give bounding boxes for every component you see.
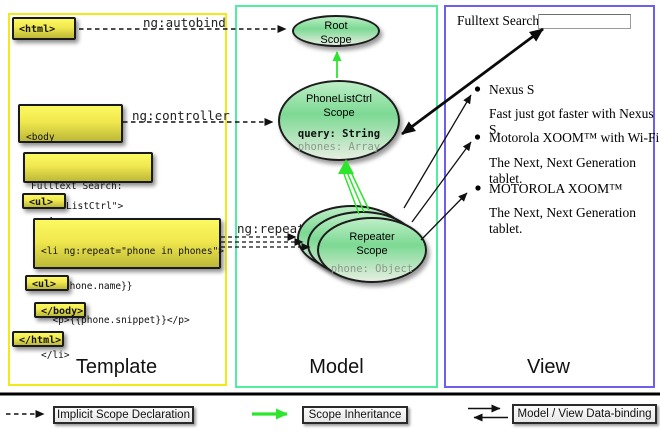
code-line: <p>{{phone.snippet}}</p> [41,315,190,326]
code-line: <li ng:repeat="phone in phones"> [41,246,225,257]
code-line: "PhoneListCtrl"> [26,201,124,212]
scope-title: Repeater [349,231,395,243]
body-open-tag-box: <body ng:controller= "PhoneListCtrl"> [18,104,123,212]
code-line: <body [26,132,55,143]
scope-title: Root [324,20,348,32]
view-item-title: Nexus S [489,82,535,97]
scope-title: PhoneListCtrl [305,93,373,105]
model-label: Model [309,356,364,378]
model-panel [235,5,438,388]
scope-title: Scope [323,106,355,119]
template-panel [8,13,227,386]
ul-close-tag-box: <ul> [25,275,69,291]
legend-model-view-binding-box: Model / View Data-binding [512,404,657,424]
body-close-tag-box: </body> [34,302,86,318]
fulltext-search-input[interactable] [538,14,631,29]
repeater-scope-ellipse-front: Repeater Scope phone: Object [317,217,427,283]
html-open-tag-box: <html> [12,17,76,40]
root-scope-ellipse: Root Scope [292,15,380,47]
scope-title: Scope [356,244,388,257]
legend-scope-inheritance-box: Scope Inheritance [302,406,408,424]
code-line: Fulltext Search: [31,181,123,192]
ng-autobind-label: ng:autobind [143,15,226,30]
legend-separator-line [0,392,660,396]
scope-property: query: String [297,128,381,140]
code-line: </li> [41,349,70,361]
html-close-tag-box: </html> [12,331,64,347]
fulltext-input-code-box: Fulltext Search: <input name="query"> [23,152,157,228]
li-repeat-code-box: <li ng:repeat="phone in phones"> {{phone… [33,218,225,361]
fulltext-search-label: Fulltext Search: [457,13,543,28]
view-item-desc: The Next, Next Generation tablet. [489,155,636,186]
view-item-title: Motorola XOOM™ with Wi-Fi [489,130,660,145]
scope-title: Scope [320,33,352,46]
ng-controller-label: ng:controller [132,108,230,123]
view-item-title: MOTOROLA XOOM™ [489,181,623,196]
code-line: {{phone.name}} [41,280,133,292]
ul-open-tag-box: <ul> [22,193,66,209]
template-label: Template [75,356,158,378]
view-item-desc: The Next, Next Generation tablet. [489,205,636,236]
scope-property: phones: Array [297,140,381,153]
ng-repeat-label: ng:repeat [237,221,305,236]
legend-implicit-scope-box: Implicit Scope Declaration [53,406,194,424]
scope-property: phone: Object [330,263,414,275]
view-label: View [527,356,570,378]
phonelistctrl-scope-ellipse: PhoneListCtrl Scope query: String phones… [278,80,400,161]
